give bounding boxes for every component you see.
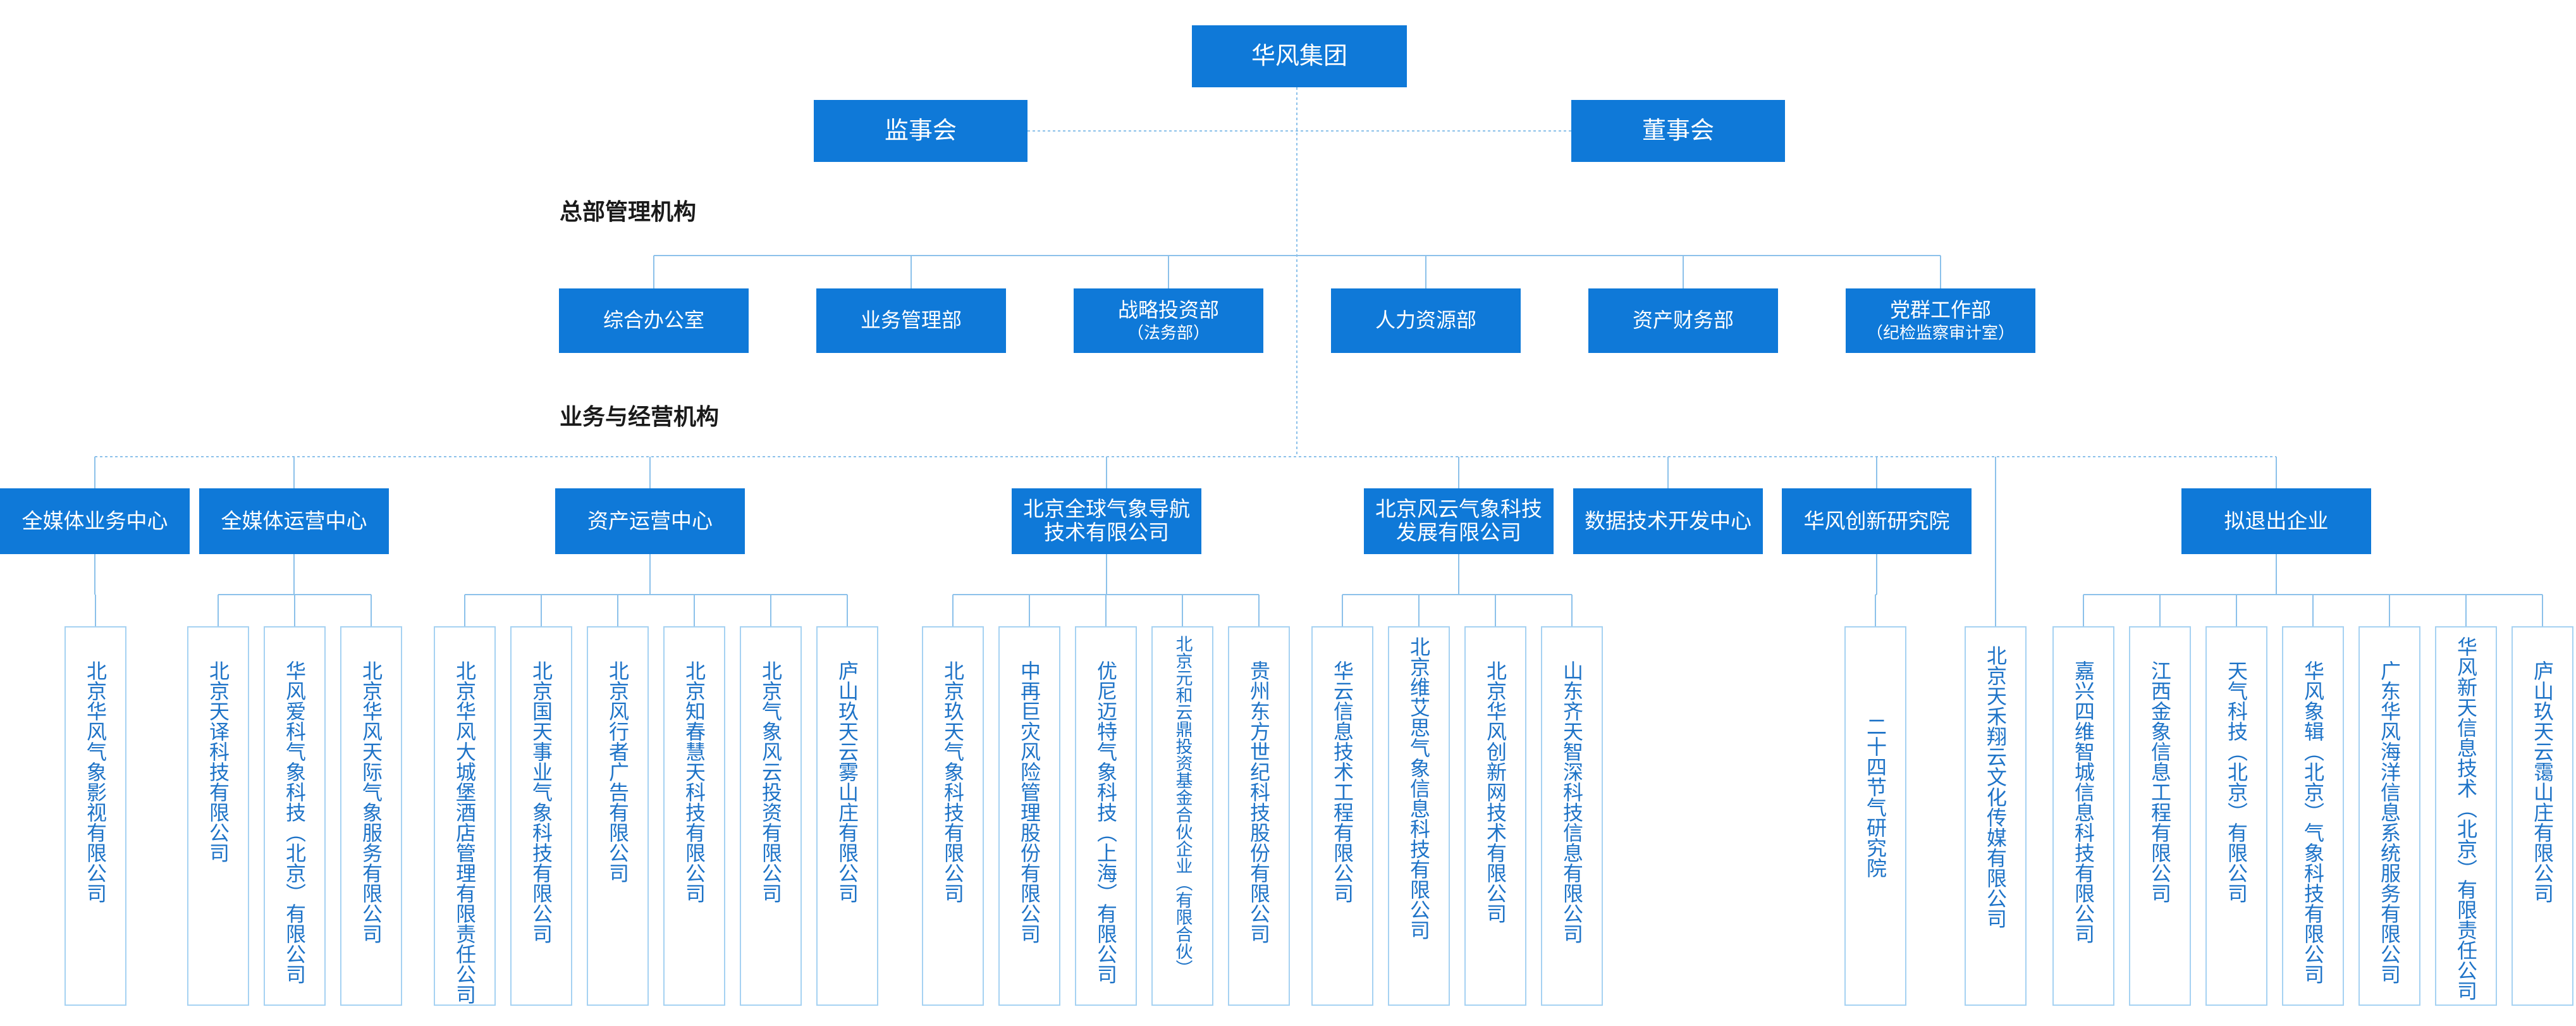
subsidiary-card: 广东华风海洋信息系统服务有限公司 [2358, 626, 2420, 1006]
business-unit-node: 全媒体运营中心 [199, 488, 389, 554]
hq-dept-sublabel: （纪检监察审计室） [1866, 323, 2015, 343]
hq-dept-label: 人力资源部 [1375, 309, 1476, 332]
hq-dept-label: 党群工作部 [1889, 298, 1991, 321]
business-unit-node: 拟退出企业 [2181, 488, 2371, 554]
business-unit-node: 资产运营中心 [555, 488, 745, 554]
hq-dept-label: 战略投资部 [1117, 298, 1219, 321]
hq-dept-node: 战略投资部 （法务部） [1074, 288, 1263, 353]
subsidiary-card: 二十四节气研究院 [1844, 626, 1906, 1006]
subsidiary-card: 天气科技（北京）有限公司 [2205, 626, 2267, 1006]
business-unit-label: 拟退出企业 [2224, 509, 2329, 533]
subsidiary-card: 优尼迈特气象科技（上海）有限公司 [1075, 626, 1137, 1006]
board-of-directors-node: 董事会 [1571, 100, 1785, 162]
subsidiary-card: 北京华风气象影视有限公司 [64, 626, 126, 1006]
subsidiary-name: 华风新天信息技术（北京）有限责任公司 [2454, 636, 2478, 1001]
supervisory-board-label: 监事会 [884, 117, 957, 144]
business-unit-label-line2: 技术有限公司 [1044, 521, 1169, 544]
subsidiary-name: 北京国天事业气象科技有限公司 [529, 660, 553, 944]
hq-dept-node: 综合办公室 [559, 288, 749, 353]
subsidiary-name: 山东齐天智深科技信息有限公司 [1560, 660, 1584, 944]
subsidiary-name: 优尼迈特气象科技（上海）有限公司 [1094, 660, 1118, 984]
subsidiary-card: 山东齐天智深科技信息有限公司 [1541, 626, 1603, 1006]
hq-dept-node: 党群工作部 （纪检监察审计室） [1846, 288, 2035, 353]
business-unit-label: 资产运营中心 [587, 509, 713, 533]
subsidiary-name: 江西金象信息工程有限公司 [2148, 660, 2172, 903]
subsidiary-name: 北京玖天气象科技有限公司 [941, 660, 965, 903]
root-node: 华风集团 [1192, 25, 1407, 87]
hq-dept-node: 人力资源部 [1331, 288, 1521, 353]
business-section-heading: 业务与经营机构 [560, 404, 720, 430]
subsidiary-name: 北京华风大城堡酒店管理有限责任公司 [453, 660, 477, 1004]
subsidiary-card: 北京华风大城堡酒店管理有限责任公司 [434, 626, 496, 1006]
subsidiary-name: 庐山玖天云雾山庄有限公司 [835, 660, 859, 903]
subsidiary-card: 北京华风创新网技术有限公司 [1464, 626, 1526, 1006]
root-label: 华风集团 [1251, 42, 1347, 70]
business-unit-node: 数据技术开发中心 [1573, 488, 1763, 554]
subsidiary-name: 北京元和云鼎投资基金合伙企业（有限合伙） [1172, 635, 1193, 977]
hq-dept-sublabel: （法务部） [1127, 323, 1210, 343]
subsidiary-card: 中再巨灾风险管理股份有限公司 [998, 626, 1060, 1006]
subsidiary-name: 北京华风气象影视有限公司 [83, 660, 107, 903]
business-unit-label: 数据技术开发中心 [1585, 509, 1751, 533]
subsidiary-card: 华云信息技术工程有限公司 [1311, 626, 1373, 1006]
subsidiary-card: 嘉兴四维智城信息科技有限公司 [2052, 626, 2114, 1006]
business-unit-node: 北京全球气象导航 技术有限公司 [1012, 488, 1201, 554]
business-unit-label: 华风创新研究院 [1803, 509, 1950, 533]
subsidiary-name: 天气科技（北京）有限公司 [2224, 660, 2248, 903]
subsidiary-card: 北京风行者广告有限公司 [587, 626, 649, 1006]
subsidiary-card: 庐山玖天云雾山庄有限公司 [816, 626, 878, 1006]
subsidiary-card: 北京知春慧天科技有限公司 [663, 626, 725, 1006]
business-unit-label: 全媒体业务中心 [21, 509, 168, 533]
hq-dept-node: 资产财务部 [1588, 288, 1778, 353]
subsidiary-name: 华云信息技术工程有限公司 [1330, 660, 1354, 903]
hq-dept-node: 业务管理部 [816, 288, 1006, 353]
subsidiary-card: 华风新天信息技术（北京）有限责任公司 [2435, 626, 2497, 1006]
subsidiary-name: 北京华风创新网技术有限公司 [1483, 660, 1507, 924]
subsidiary-name: 北京风行者广告有限公司 [606, 660, 630, 883]
supervisory-board-node: 监事会 [814, 100, 1027, 162]
business-unit-node: 全媒体业务中心 [0, 488, 190, 554]
subsidiary-card: 庐山玖天云霭山庄有限公司 [2512, 626, 2573, 1006]
subsidiary-name: 北京华风天际气象服务有限公司 [359, 660, 383, 944]
subsidiary-card: 北京天译科技有限公司 [187, 626, 249, 1006]
subsidiary-name: 华风象辑（北京）气象科技有限公司 [2301, 660, 2325, 984]
subsidiary-card: 北京国天事业气象科技有限公司 [510, 626, 572, 1006]
hq-dept-label: 资产财务部 [1632, 309, 1734, 332]
subsidiary-name: 二十四节气研究院 [1863, 716, 1887, 878]
subsidiary-name: 中再巨灾风险管理股份有限公司 [1017, 660, 1041, 944]
business-unit-label: 北京风云气象科技 [1375, 497, 1542, 521]
subsidiary-card: 北京气象风云投资有限公司 [740, 626, 802, 1006]
board-of-directors-label: 董事会 [1641, 117, 1714, 144]
subsidiary-name: 北京知春慧天科技有限公司 [682, 660, 706, 903]
hq-dept-label: 业务管理部 [860, 309, 962, 332]
business-unit-label: 北京全球气象导航 [1023, 497, 1190, 521]
subsidiary-name: 华风爱科气象科技（北京）有限公司 [283, 660, 307, 984]
subsidiary-card: 北京维艾思气象信息科技有限公司 [1388, 626, 1450, 1006]
subsidiary-card: 华风象辑（北京）气象科技有限公司 [2282, 626, 2344, 1006]
business-unit-node: 北京风云气象科技 发展有限公司 [1364, 488, 1554, 554]
subsidiary-name: 北京天禾翔云文化传媒有限公司 [1984, 645, 2008, 929]
subsidiary-name: 广东华风海洋信息系统服务有限公司 [2377, 660, 2401, 984]
subsidiary-card: 北京元和云鼎投资基金合伙企业（有限合伙） [1151, 626, 1213, 1006]
subsidiary-name: 北京天译科技有限公司 [206, 660, 230, 863]
business-unit-label: 全媒体运营中心 [221, 509, 367, 533]
subsidiary-card: 贵州东方世纪科技股份有限公司 [1228, 626, 1290, 1006]
business-unit-node: 华风创新研究院 [1782, 488, 1972, 554]
subsidiary-card: 北京天禾翔云文化传媒有限公司 [1965, 626, 2027, 1006]
subsidiary-card: 江西金象信息工程有限公司 [2129, 626, 2191, 1006]
subsidiary-name: 嘉兴四维智城信息科技有限公司 [2071, 660, 2095, 944]
business-unit-label-line2: 发展有限公司 [1396, 521, 1521, 544]
subsidiary-card: 北京华风天际气象服务有限公司 [340, 626, 402, 1006]
subsidiary-name: 北京气象风云投资有限公司 [759, 660, 783, 903]
hq-dept-label: 综合办公室 [603, 309, 704, 332]
subsidiary-name: 北京维艾思气象信息科技有限公司 [1407, 636, 1431, 940]
subsidiary-card: 北京玖天气象科技有限公司 [922, 626, 984, 1006]
subsidiary-name: 庐山玖天云霭山庄有限公司 [2530, 660, 2555, 903]
subsidiary-name: 贵州东方世纪科技股份有限公司 [1247, 660, 1271, 944]
hq-section-heading: 总部管理机构 [560, 199, 697, 225]
subsidiary-card: 华风爱科气象科技（北京）有限公司 [264, 626, 326, 1006]
